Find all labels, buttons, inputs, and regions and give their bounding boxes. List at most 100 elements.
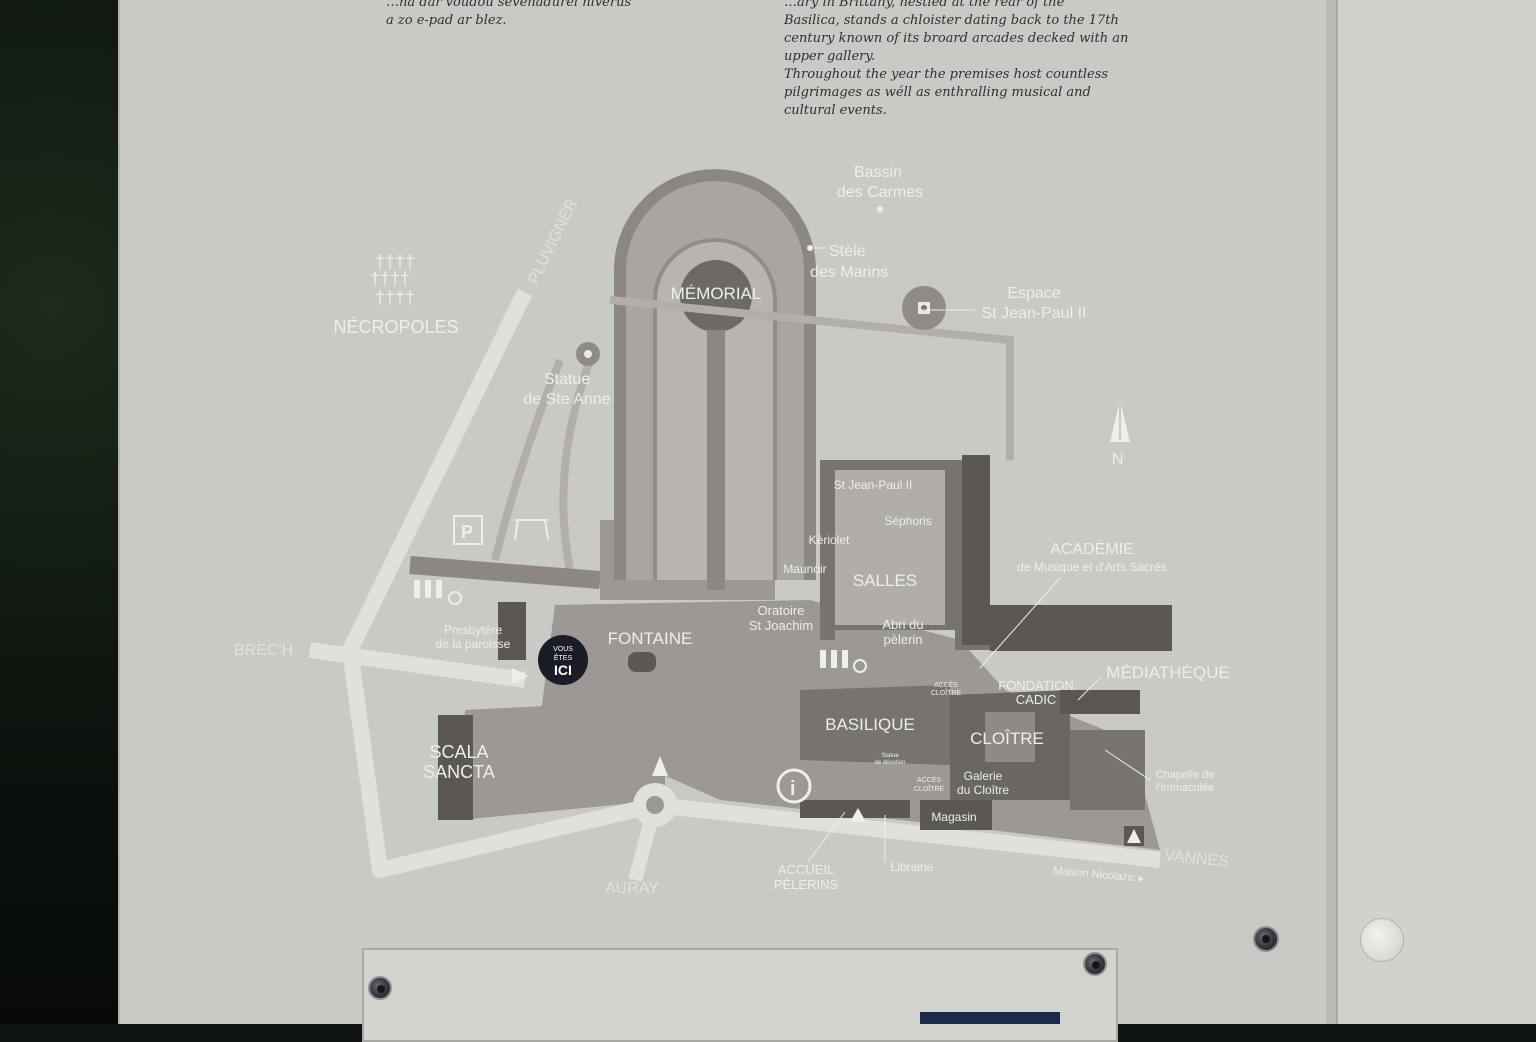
entrance-arrow-icon bbox=[652, 756, 668, 776]
parking-label: P bbox=[461, 522, 473, 542]
intro-line: Basilica, stands a chloister dating back… bbox=[784, 13, 1119, 28]
intro-line: century known of its broard arcades deck… bbox=[784, 31, 1129, 46]
label-keriolet: Kériolet bbox=[809, 533, 850, 547]
screw-icon bbox=[368, 976, 392, 1000]
label-galerie: du Cloître bbox=[957, 783, 1009, 797]
intro-line: …ary in Brittany, nestled at the rear of… bbox=[784, 0, 1065, 10]
you-are-here-line: ICI bbox=[554, 662, 572, 678]
label-espace: St Jean-Paul II bbox=[982, 305, 1087, 322]
intro-text-breton: …na dar voudou sevenadurel niverus a zo … bbox=[386, 0, 746, 30]
toilets-icon bbox=[414, 580, 462, 605]
building-presbytere bbox=[498, 602, 526, 660]
memorial-grounds bbox=[409, 169, 1014, 590]
post-cap bbox=[1360, 918, 1404, 962]
screw-icon bbox=[1083, 952, 1107, 976]
lower-sign-strip bbox=[920, 1012, 1060, 1024]
entrance-arrow-icon bbox=[512, 668, 528, 684]
intro-text-english: …ary in Brittany, nestled at the rear of… bbox=[784, 0, 1129, 120]
label-accueil: PÈLERINS bbox=[774, 877, 839, 892]
label-fondation: CADIC bbox=[1016, 692, 1056, 707]
label-statue-devotion: Statue bbox=[881, 753, 899, 759]
label-scala-sancta: SCALA bbox=[429, 742, 488, 762]
background-foliage bbox=[0, 0, 130, 1024]
label-galerie: Galerie bbox=[964, 769, 1003, 783]
label-sephoris: Séphoris bbox=[884, 514, 931, 528]
label-chapelle: Chapelle de bbox=[1156, 769, 1215, 781]
label-abri: pèlerin bbox=[883, 632, 922, 647]
sign-post bbox=[1336, 0, 1536, 1024]
label-stele: Stèle bbox=[829, 243, 866, 260]
toilets-icon bbox=[820, 650, 867, 673]
building-academie bbox=[990, 605, 1172, 651]
label-presbytere: Presbytère bbox=[444, 623, 502, 637]
label-bassin: des Carmes bbox=[837, 184, 923, 201]
building-mediatheque bbox=[1060, 690, 1140, 714]
intro-line: Throughout the year the premises host co… bbox=[784, 67, 1109, 82]
lower-plate bbox=[362, 948, 1118, 1042]
entrance-arrow-icon bbox=[1127, 829, 1141, 843]
label-magasin: Magasin bbox=[931, 810, 976, 824]
label-acces-cloitre: ACCÈS bbox=[934, 680, 958, 689]
label-memorial: MÉMORIAL bbox=[671, 284, 762, 303]
label-academie: de Musique et d'Arts Sacrés bbox=[1017, 560, 1167, 574]
label-fontaine: FONTAINE bbox=[608, 629, 693, 648]
label-espace: Espace bbox=[1007, 285, 1060, 302]
label-oratoire: St Joachim bbox=[749, 618, 813, 633]
label-abri: Abri du bbox=[882, 617, 923, 632]
picnic-icon bbox=[514, 519, 549, 541]
building-scala-sancta bbox=[438, 715, 473, 820]
post-edge bbox=[1326, 0, 1336, 1024]
label-scala-sancta: SANCTA bbox=[423, 762, 495, 782]
label-accueil: ACCUEIL bbox=[778, 862, 834, 877]
you-are-here-line: VOUS bbox=[553, 646, 573, 653]
svg-text:††††: †††† bbox=[370, 269, 410, 289]
intro-line: pilgrimages as wéll as enthralling music… bbox=[784, 85, 1091, 100]
label-fondation: FONDATION bbox=[998, 678, 1074, 693]
intro-line: upper gallery. bbox=[784, 49, 876, 64]
label-maunoir: Maunoir bbox=[783, 562, 826, 576]
you-are-here-line: ÊTES bbox=[554, 653, 573, 662]
label-salles: SALLES bbox=[853, 571, 917, 590]
road-label-brech: BREC'H bbox=[234, 642, 293, 659]
parking-icon bbox=[453, 515, 483, 545]
intro-line: a zo e-pad ar blez. bbox=[386, 13, 507, 28]
leader-lines bbox=[807, 247, 1151, 863]
label-st-jean-paul: St Jean-Paul II bbox=[834, 478, 913, 492]
intro-line: cultural events. bbox=[784, 103, 887, 118]
label-statue-devotion: de dévotion bbox=[874, 760, 905, 766]
intro-line: …na dar voudou sevenadurel niverus bbox=[386, 0, 632, 10]
label-mediatheque: MÉDIATHÈQUE bbox=[1106, 663, 1229, 682]
label-stele: des Marins bbox=[810, 264, 888, 281]
label-statue-anne: de Ste Anne bbox=[523, 391, 610, 408]
screw-icon bbox=[1253, 926, 1279, 952]
info-label: i bbox=[790, 778, 796, 800]
label-acces-cloitre: CLOÎTRE bbox=[914, 784, 945, 793]
label-statue-anne: Statue bbox=[544, 371, 590, 388]
building-magasin bbox=[920, 800, 992, 830]
road-label-vannes: VANNES bbox=[1164, 847, 1230, 871]
label-basilique: BASILIQUE bbox=[825, 715, 915, 734]
road-label-auray: AURAY bbox=[605, 880, 659, 897]
label-presbytere: de la paroisse bbox=[436, 637, 511, 651]
label-maison-nicolazic: Maison Nicolazic ▸ bbox=[1053, 865, 1145, 885]
buildings bbox=[438, 455, 1172, 830]
svg-text:††††: †††† bbox=[375, 288, 415, 308]
you-are-here-marker bbox=[538, 635, 588, 685]
info-icon bbox=[776, 768, 812, 804]
necropoles-cross-icon: †††† †††† †††† bbox=[370, 252, 415, 308]
label-necropoles: NÉCROPOLES bbox=[333, 317, 458, 337]
label-oratoire: Oratoire bbox=[758, 603, 805, 618]
label-acces-cloitre: ACCÈS bbox=[917, 775, 941, 784]
label-academie: ACADÉMIE bbox=[1050, 539, 1134, 558]
north-label: N bbox=[1112, 451, 1124, 468]
label-bassin: Bassin bbox=[854, 164, 902, 181]
svg-text:††††: †††† bbox=[375, 252, 415, 272]
label-acces-cloitre: CLOÎTRE bbox=[931, 688, 962, 697]
label-chapelle: l'Immaculée bbox=[1156, 782, 1214, 794]
building-basilique bbox=[800, 685, 950, 765]
entrance-arrow-icon bbox=[850, 808, 866, 822]
label-librairie: Librairie bbox=[891, 860, 934, 874]
label-cloitre: CLOÎTRE bbox=[970, 729, 1044, 748]
road-label-pluvigner: PLUVIGNER bbox=[525, 196, 581, 287]
